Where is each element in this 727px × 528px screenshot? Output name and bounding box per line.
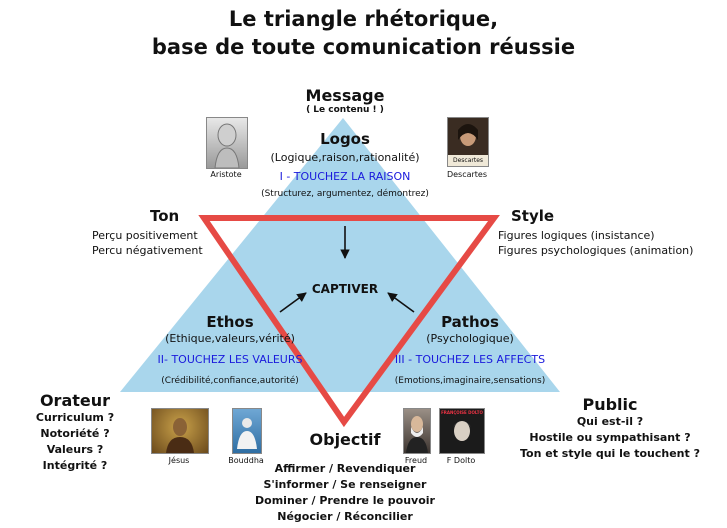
descartes-portrait: Descartes (447, 117, 489, 167)
descartes-book-label: Descartes (448, 155, 488, 166)
orateur-line: Curriculum ? (35, 411, 115, 424)
public-heading: Public (582, 395, 638, 414)
ton-lines: Perçu positivement Percu négativement (92, 228, 203, 258)
public-line: Ton et style qui le touchent ? (520, 447, 700, 460)
message-sub: ( Le contenu ! ) (306, 105, 384, 115)
orateur-line: Notoriété ? (40, 427, 110, 440)
orateur-line: Valeurs ? (46, 443, 104, 456)
style-line: Figures psychologiques (animation) (498, 244, 694, 257)
center-label: CAPTIVER (311, 282, 379, 296)
freud-caption: Freud (404, 456, 428, 465)
pathos-action: III - TOUCHEZ LES AFFECTS (394, 353, 546, 366)
freud-portrait (403, 408, 431, 454)
face-icon (453, 421, 471, 441)
icon-figure (166, 418, 194, 453)
face-icon (406, 416, 428, 453)
blue-triangle (120, 118, 560, 392)
orateur-heading: Orateur (39, 391, 111, 410)
style-lines: Figures logiques (insistance) Figures ps… (498, 228, 693, 258)
objectif-line: Négocier / Réconcilier (277, 510, 413, 523)
ton-line: Perçu positivement (92, 229, 198, 242)
jesus-caption: Jésus (168, 456, 190, 465)
logos-block: Logos (Logique,raison,rationalité) I - T… (245, 130, 445, 199)
pathos-block: Pathos (Psychologique) III - TOUCHEZ LES… (385, 313, 555, 386)
ethos-desc: (Ethique,valeurs,vérité) (165, 332, 295, 345)
orateur-line: Intégrité ? (42, 459, 108, 472)
objectif-line: Affirmer / Revendiquer (274, 462, 416, 475)
orateur-block: Orateur Curriculum ? Notoriété ? Valeurs… (30, 391, 120, 474)
objectif-heading: Objectif (270, 430, 420, 449)
dolto-caption: F Dolto (446, 456, 476, 465)
pathos-heading: Pathos (441, 313, 499, 331)
bouddha-caption: Bouddha (228, 456, 264, 465)
buddha-statue-icon (237, 418, 257, 449)
style-heading: Style (511, 206, 554, 225)
objectif-line: S'informer / Se renseigner (263, 478, 427, 491)
aristote-caption: Aristote (210, 170, 242, 179)
style-heading-text: Style (511, 207, 555, 225)
pathos-desc: (Psychologique) (426, 332, 514, 345)
ton-heading-text: Ton (150, 207, 180, 225)
aristote-portrait (206, 117, 248, 169)
bouddha-portrait (232, 408, 262, 454)
dolto-portrait: FRANÇOISE DOLTO (439, 408, 485, 454)
title-line-1: Le triangle rhétorique, (228, 7, 499, 31)
message-heading: Message (305, 86, 385, 105)
descartes-caption: Descartes (446, 170, 488, 179)
ethos-action: II- TOUCHEZ LES VALEURS (157, 353, 303, 366)
style-line: Figures logiques (insistance) (498, 229, 655, 242)
arrow-ethos-to-center (279, 292, 307, 313)
public-line: Qui est-il ? (576, 415, 644, 428)
ethos-detail: (Crédibilité,confiance,autorité) (161, 376, 299, 386)
objectif-heading-text: Objectif (309, 430, 381, 449)
logos-heading: Logos (320, 130, 370, 148)
objectif-line: Dominer / Prendre le pouvoir (255, 494, 435, 507)
logos-action: I - TOUCHEZ LA RAISON (279, 170, 411, 183)
dolto-cover-title: FRANÇOISE DOLTO (441, 410, 483, 415)
title-line-2: base de toute comunication réussie (151, 35, 576, 59)
logos-detail: (Structurez, argumentez, démontrez) (261, 189, 429, 199)
public-line: Hostile ou sympathisant ? (529, 431, 691, 444)
red-inverted-triangle (198, 215, 500, 428)
page-title: Le triangle rhétorique, base de toute co… (0, 5, 727, 61)
logos-desc: (Logique,raison,rationalité) (270, 151, 420, 164)
jesus-portrait (151, 408, 209, 454)
face-icon (458, 124, 478, 146)
bust-icon (214, 123, 240, 169)
pathos-detail: (Emotions,imaginaire,sensations) (394, 376, 546, 386)
objectif-lines: Affirmer / Revendiquer S'informer / Se r… (230, 461, 460, 525)
public-block: Public Qui est-il ? Hostile ou sympathis… (510, 395, 710, 462)
ethos-block: Ethos (Ethique,valeurs,vérité) II- TOUCH… (145, 313, 315, 386)
ethos-heading: Ethos (206, 313, 254, 331)
ton-heading: Ton (150, 206, 179, 225)
ton-line: Percu négativement (92, 244, 203, 257)
arrow-pathos-to-center (387, 292, 415, 313)
message-block: Message ( Le contenu ! ) (245, 86, 445, 115)
